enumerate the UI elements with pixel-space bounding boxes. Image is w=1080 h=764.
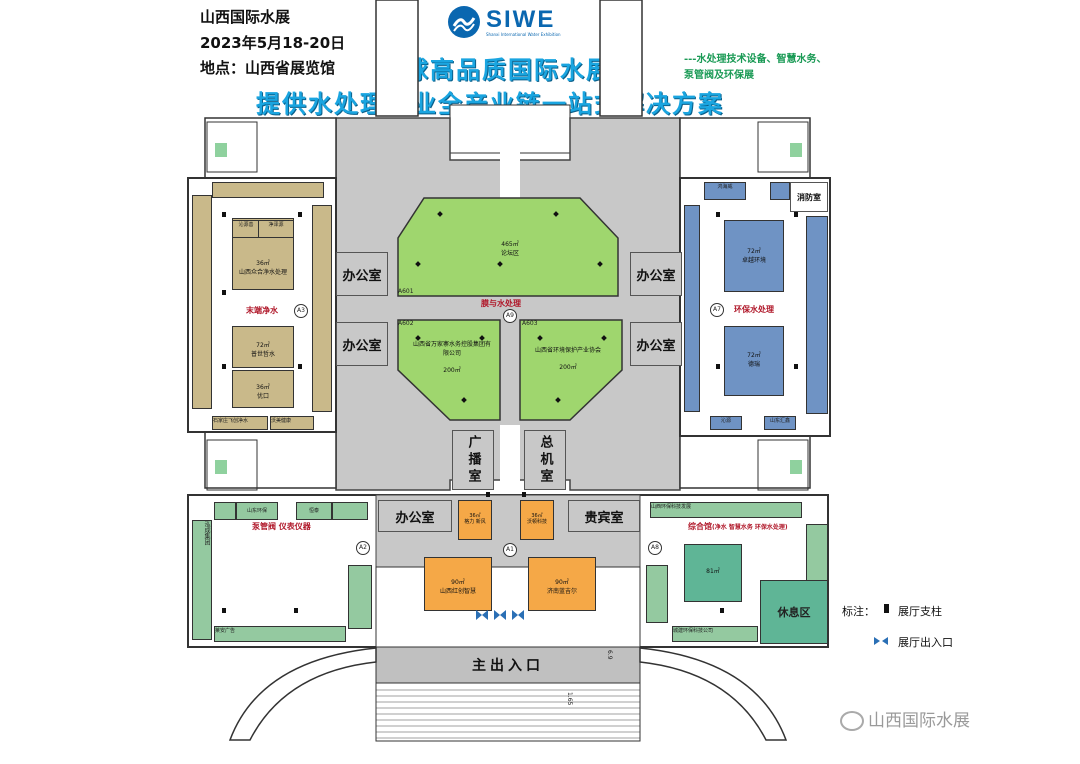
pillar-icon (222, 364, 226, 369)
pillar-icon (794, 364, 798, 369)
exhibition-date: 2023年5月18-20日 (200, 34, 346, 52)
logo-subtext: Shanxi International Water Exhibition (486, 32, 561, 37)
exhibition-name: 山西国际水展 (200, 8, 291, 26)
a3-booth-top1: 沁源善 (232, 220, 260, 238)
water-drop-logo-icon (448, 6, 480, 38)
legend-title: 标注： (842, 605, 875, 618)
legend-entrance-label: 展厅出入口 (898, 636, 953, 649)
zone-circle-a3: A3 (294, 304, 308, 318)
zone-label-a8: 综合馆(净水 智慧水务 环保水处理) (688, 522, 788, 531)
hall-top-code: A601 (398, 288, 414, 295)
zone-label-a7: 环保水处理 (734, 305, 774, 314)
zone-circle-a7: A7 (710, 303, 724, 317)
a8-booth-bottom: 城建环保科技公司 (672, 626, 758, 642)
rest-area: 休息区 (760, 580, 828, 644)
hall-mid-left-shape (397, 319, 501, 421)
stairs-measure-bottom: 1.65 (566, 692, 573, 706)
a2-booth-side: 泓成集团 (192, 520, 212, 640)
office-right-lower: 办公室 (630, 322, 682, 366)
a3-booth-top2: 净泽源 (258, 220, 294, 238)
a2-booth-top1: 山东环保 (236, 502, 278, 520)
center-halls (397, 197, 623, 421)
pillar-icon (522, 492, 526, 497)
pillar-icon (720, 608, 724, 613)
a3-booth-bottom1: 石家庄飞创净水 (212, 416, 268, 430)
a2-booth-right-column (348, 565, 372, 629)
pillar-icon (222, 212, 226, 217)
office-left-lower: 办公室 (336, 322, 388, 366)
a8-booth-right-column (806, 524, 828, 582)
a8-booth-big: 81㎡ (684, 544, 742, 602)
exhibition-venue: 地点：山西省展览馆 (200, 59, 336, 77)
a8-booth-left-column (646, 565, 668, 623)
zone-label-a3: 末端净水 (246, 306, 278, 315)
zone-label-a2: 泵管阀 仪表仪器 (252, 522, 311, 531)
pillar-icon (298, 212, 302, 217)
entrance-doors-icon (476, 610, 524, 620)
main-entrance[interactable]: 主出入口 (472, 658, 544, 674)
pillar-icon (222, 608, 226, 613)
a7-booth-bottom1: 沁源 (710, 416, 742, 430)
a2-booth-bottom: 莱安广告 (214, 626, 346, 642)
a3-booth-column-left (192, 195, 212, 409)
office-bottom: 办公室 (378, 500, 452, 532)
a2-booth-top3 (332, 502, 368, 520)
stairs-measure-top: 6.9 (606, 650, 613, 660)
pillar-icon (298, 364, 302, 369)
zone-circle-a8: A8 (648, 541, 662, 555)
band-label-membrane: 膜与水处理 (481, 299, 521, 308)
a7-booth-column-left (684, 205, 700, 412)
a7-booth-column-right (806, 216, 828, 414)
a7-booth-top-small (770, 182, 790, 200)
pillar-icon (794, 212, 798, 217)
a2-booth-top-small (214, 502, 236, 520)
broadcast-room: 广播室 (452, 430, 494, 490)
pillar-icon (294, 608, 298, 613)
pillar-icon (716, 212, 720, 217)
office-right-upper: 办公室 (630, 252, 682, 296)
legend-pillar-label: 展厅支柱 (898, 605, 942, 618)
exhibition-subtitle: ---水处理技术设备、智慧水务、泵管阀及环保展 (684, 54, 827, 81)
vip-room: 贵宾室 (568, 500, 640, 532)
switchboard-room: 总机室 (524, 430, 566, 490)
a7-booth-top: 鸿海威 (704, 182, 746, 200)
a3-booth-row-top (212, 182, 324, 198)
hall-mid-right-code: A603 (522, 320, 538, 327)
pillar-icon (716, 364, 720, 369)
office-left-upper: 办公室 (336, 252, 388, 296)
a3-booth-bottom2: 沃美健康 (270, 416, 314, 430)
watermark: 山西国际水展 (840, 706, 970, 731)
fire-room: 消防室 (790, 182, 828, 212)
a8-booth-top: 山西环保科技发展 (650, 502, 802, 518)
siwe-logo: SIWE Shanxi International Water Exhibiti… (446, 4, 576, 38)
zone-circle-a1: A1 (503, 543, 517, 557)
a3-booth-column-right (312, 205, 332, 412)
legend-pillar-icon (884, 604, 889, 613)
hall-mid-right-shape (519, 319, 623, 421)
legend-entrance-icon (874, 637, 888, 645)
wechat-icon (840, 711, 864, 731)
zone-circle-a2: A2 (356, 541, 370, 555)
a7-booth-bottom2: 山东汇鑫 (764, 416, 796, 430)
logo-text: SIWE (486, 6, 556, 33)
a2-booth-top2: 恒泰 (296, 502, 332, 520)
pillar-icon (222, 290, 226, 295)
pillar-icon (486, 492, 490, 497)
zone-circle-a9: A9 (503, 309, 517, 323)
hall-top-shape (397, 197, 619, 297)
hall-mid-left-code: A602 (398, 320, 414, 327)
